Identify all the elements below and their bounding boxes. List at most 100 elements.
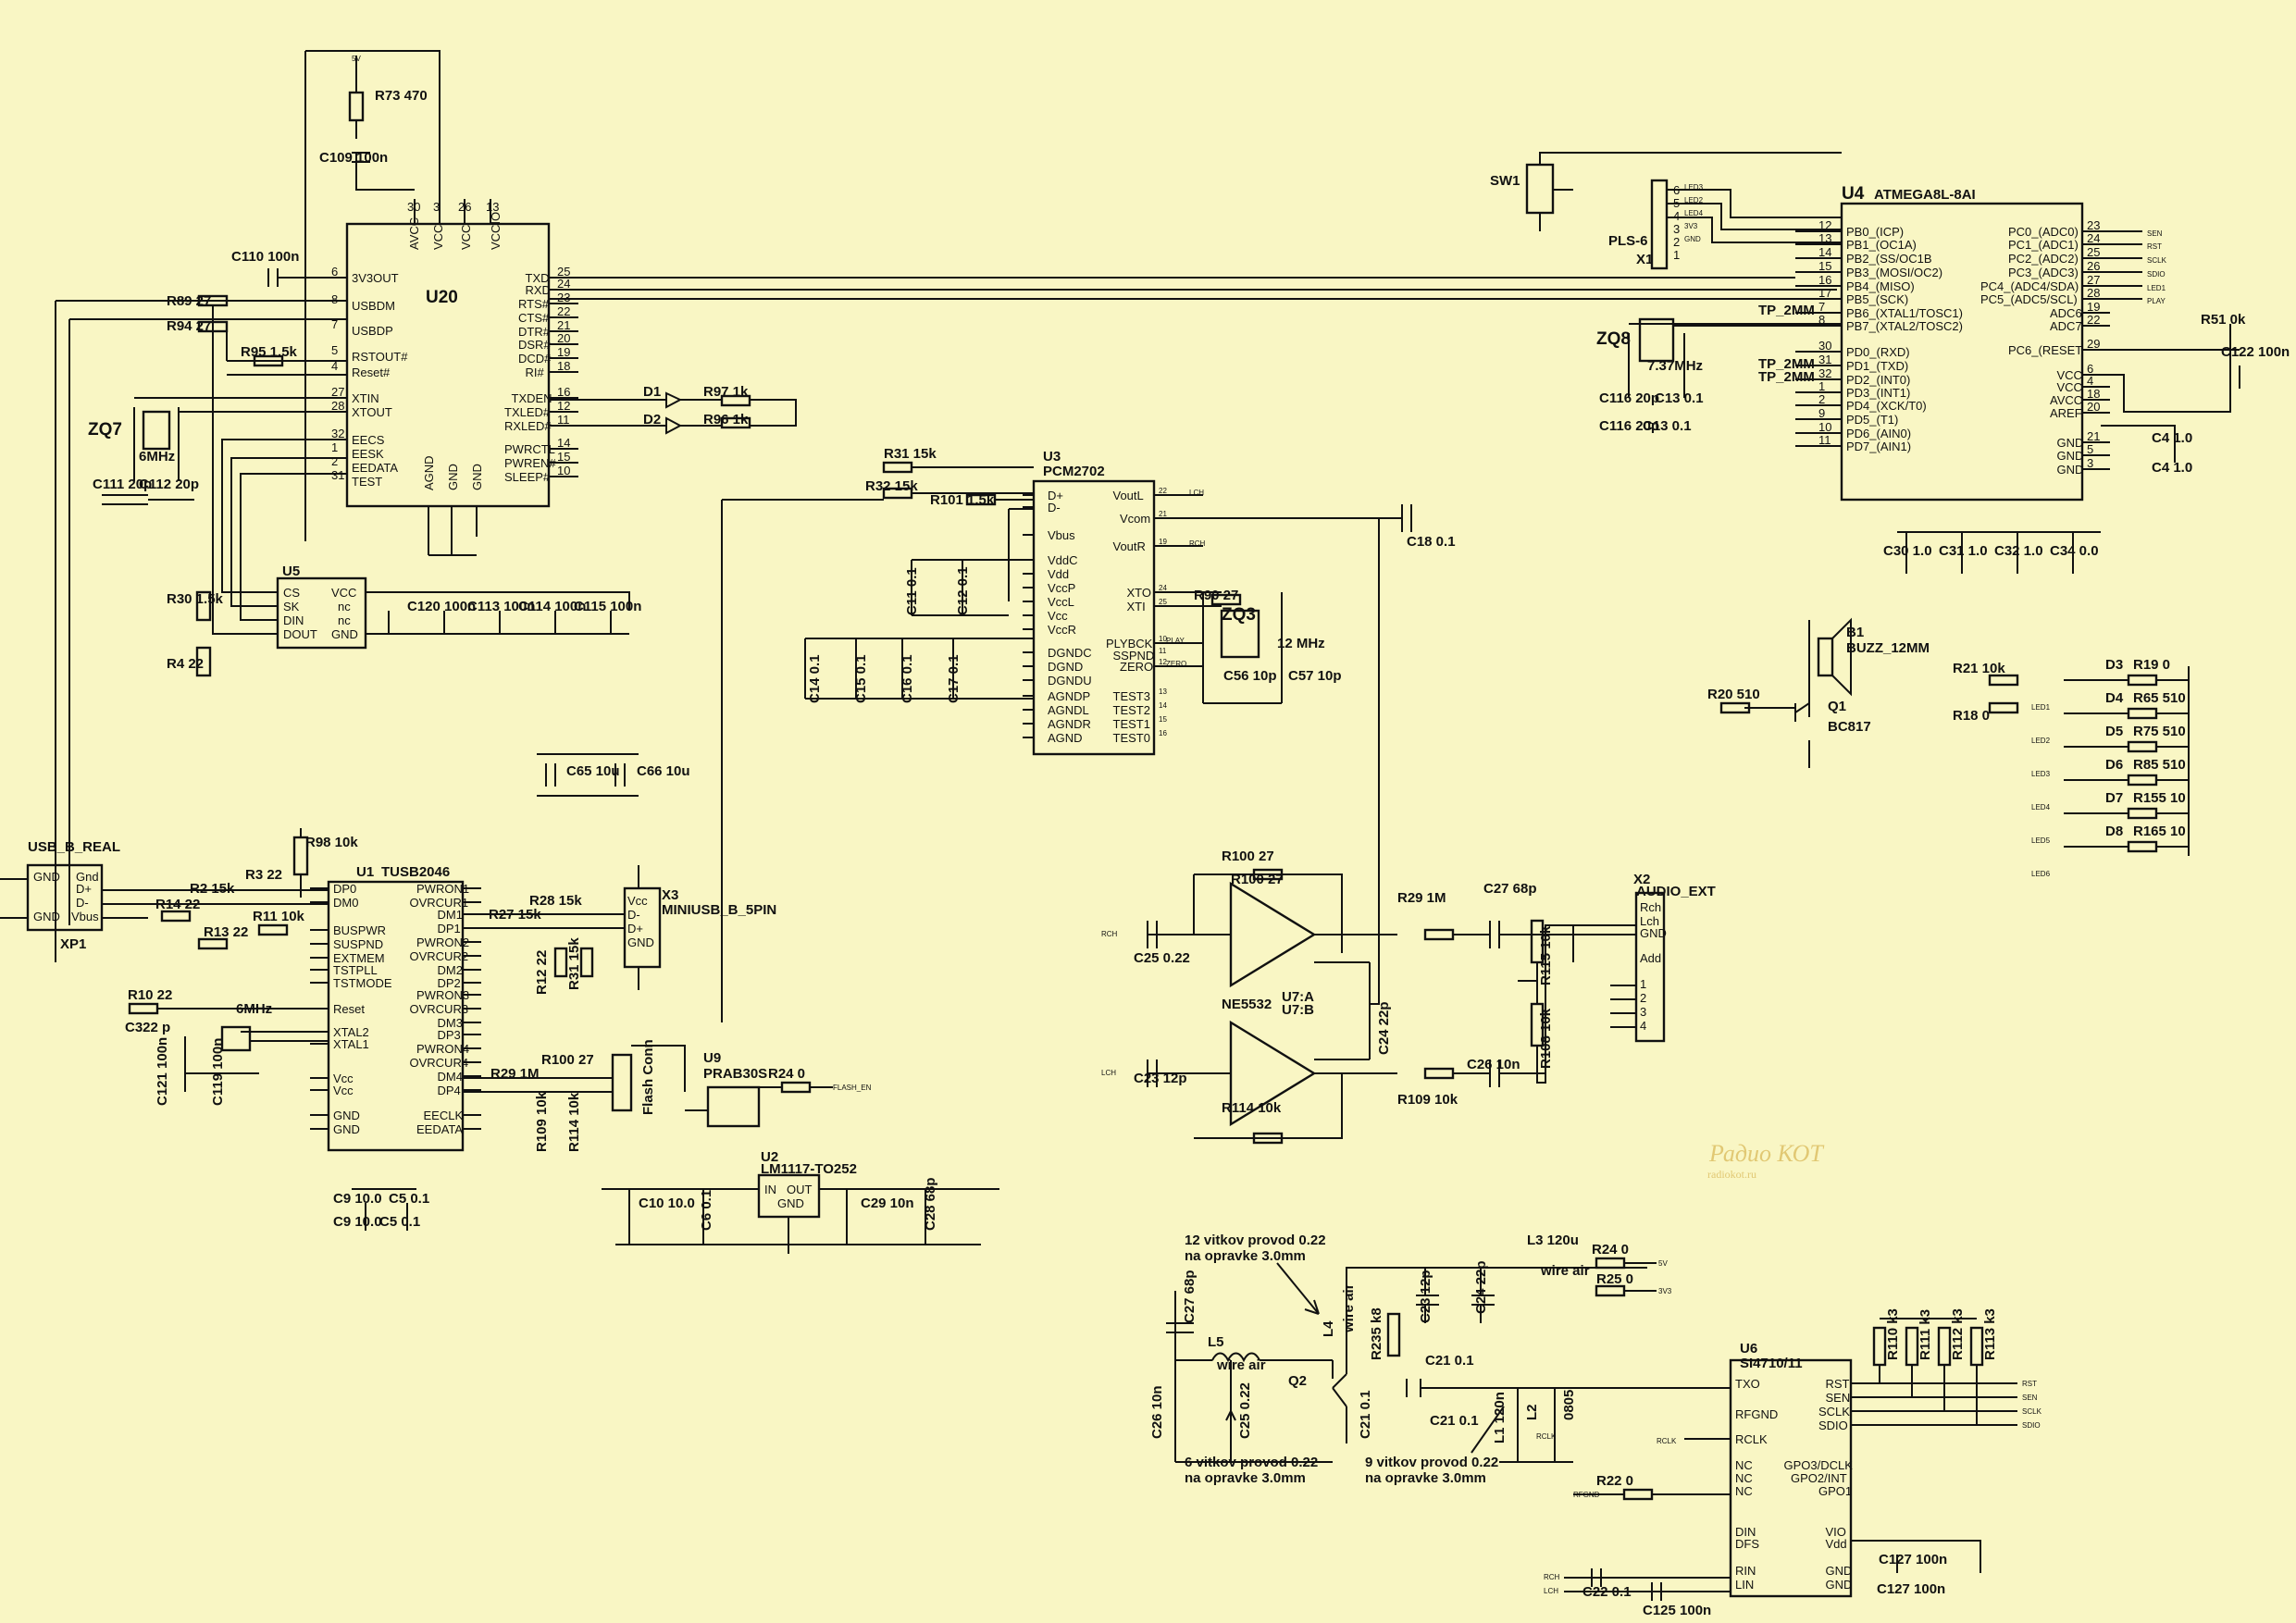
u20-pin-right-11: PWRCTL <box>504 442 555 456</box>
zq3-freq: 12 MHz <box>1277 636 1325 651</box>
r23-label: R235 k8 <box>1369 1307 1384 1360</box>
u3-num-right-2: 19 <box>1159 538 1167 546</box>
c31-label: C25 0.22 <box>1134 950 1190 966</box>
u3-num-right-5: 10 <box>1159 635 1167 643</box>
u3-pin-right-4: XTI <box>1127 600 1146 613</box>
l2-size: 0805 <box>1561 1390 1577 1420</box>
x3-connector: X3 MINIUSB_B_5PIN Vcc D- D+ GND R28 15k … <box>463 865 776 995</box>
u4-num-right-1: 24 <box>2087 231 2100 245</box>
x2-pin-4: 1 <box>1640 977 1646 991</box>
u20-supply: R73 470 5V C109 100n C110 100n <box>55 50 441 962</box>
c117-value: C116 20p <box>1599 418 1659 434</box>
r4-label: R2 15k <box>190 881 235 897</box>
r13-label: R11 10k <box>253 909 305 924</box>
u3-pin-left-4: Vdd <box>1048 567 1069 581</box>
zq7-ref: ZQ7 <box>88 420 122 440</box>
u20-num-left-9: 2 <box>331 454 338 468</box>
u4-num-left-4: 16 <box>1818 273 1831 287</box>
u3-pin-right-3: XTO <box>1127 586 1152 600</box>
led-res-4: R155 10 <box>2133 790 2186 806</box>
u3-pin-left-0: D+ <box>1048 489 1063 502</box>
u3-pin-left-10: DGND <box>1048 660 1083 674</box>
r12-label: R100 27 <box>541 1052 594 1068</box>
u4-num-left-2: 14 <box>1818 245 1831 259</box>
u1-pin-right-7: DP2 <box>438 976 461 990</box>
u20-num-right-4: 21 <box>557 318 570 332</box>
u4-num-right-4: 27 <box>2087 273 2100 287</box>
u20-pin-right-10: RXLED# <box>504 419 552 433</box>
u6-pin-right-3: SDIO <box>1818 1419 1848 1432</box>
u3-pin-left-12: AGNDP <box>1048 689 1090 703</box>
u5-sk: SK <box>283 600 300 613</box>
u1-pin-right-16: EECLK <box>424 1109 464 1122</box>
note3-line2: na opravke 3.0mm <box>1365 1470 1486 1486</box>
u4-pin-right-2: PC2_(ADC2) <box>2008 252 2079 266</box>
c125-value: C127 100n <box>1877 1581 1945 1597</box>
xp1-gnd2: GND <box>33 910 60 923</box>
u6-pin-left-2: RCLK <box>1735 1432 1768 1446</box>
u6-pin-right-0: RST <box>1826 1377 1850 1391</box>
flash-section: Flash Conn R100 27 R29 1M R109 10k R114 … <box>463 1039 872 1152</box>
c110-label: C110 100n <box>231 249 299 265</box>
u20-pin-right-3: CTS# <box>518 311 550 325</box>
r90-label: R32 15k <box>865 478 918 494</box>
u4-pin-right-4: PC4_(ADC4/SDA) <box>1980 279 2079 293</box>
u1-pin-right-10: DM3 <box>438 1016 463 1030</box>
led-resistor-4 <box>2127 807 2158 820</box>
xp1-ref: XP1 <box>60 936 86 952</box>
led-net-1: LED2 <box>2031 737 2051 745</box>
u1-pin-left-12: GND <box>333 1109 360 1122</box>
x2-pin-6: 3 <box>1640 1005 1646 1019</box>
u1-pin-right-15: DP4 <box>438 1084 461 1097</box>
led-resistor-5 <box>2127 840 2158 853</box>
note2-line2: na opravke 3.0mm <box>1185 1470 1306 1486</box>
u20-num-left-1: 8 <box>331 292 338 306</box>
c125-label: C127 100n <box>1879 1552 1947 1567</box>
u3-lch-net: LCH <box>1189 489 1204 497</box>
u4-num-left-11: 1 <box>1818 379 1825 393</box>
u4-net-0: SEN <box>2147 229 2163 238</box>
r28-label: R31 15k <box>566 937 582 990</box>
u4-pin-right-0: PC0_(ADC0) <box>2008 225 2079 239</box>
tp1: TP_2MM <box>1758 303 1815 318</box>
c6-label: C28 68p <box>923 1177 938 1231</box>
b1-part: BUZZ_12MM <box>1846 640 1930 656</box>
u20-txd-bus <box>549 277 1842 300</box>
u20-chip: U20 AVCC VCC VCC VCCIO 30 3 26 13 3V3OUT… <box>331 190 578 556</box>
u3-periphery: R31 15k R32 15k R101 1.5k C11 0.1 C12 0.… <box>537 446 1456 1022</box>
u20-pin-left-2: USBDP <box>352 324 393 338</box>
c9-label: C10 10.0 <box>639 1196 695 1211</box>
r114-label: R29 1M <box>1397 890 1446 906</box>
led-res-1: R65 510 <box>2133 690 2186 706</box>
u4-pin-left-13: PD5_(T1) <box>1846 413 1898 427</box>
u6-lch-net: LCH <box>1544 1587 1558 1595</box>
u3-pin-left-1: D- <box>1048 501 1061 514</box>
rf-frontend: 12 vitkov provod 0.22 na opravke 3.0mm 6… <box>1149 1233 1731 1486</box>
r22-rfgnd-net: RFGND <box>1573 1491 1600 1499</box>
x3-vcc: Vcc <box>627 894 648 908</box>
u20-num-right-7: 18 <box>557 359 570 373</box>
c66-label: C66 10u <box>637 763 690 779</box>
q2-ref: Q2 <box>1288 1373 1307 1389</box>
xp1-gnd3: Gnd <box>76 870 99 884</box>
led-resistor-3 <box>2127 774 2158 787</box>
u20-pin-left-6: XTOUT <box>352 405 392 419</box>
c15-label: C15 0.1 <box>853 654 869 703</box>
r109-label: R100 27 <box>1222 849 1274 864</box>
c116-value: C13 0.1 <box>1643 418 1692 434</box>
u4-pin-left-8: PD0_(RXD) <box>1846 345 1910 359</box>
c121-label: C9 10.0 <box>333 1191 382 1207</box>
u20-num-right-3: 22 <box>557 304 570 318</box>
xp1-name: USB_B_REAL <box>28 839 120 855</box>
u20-num-right-11: 14 <box>557 436 570 450</box>
u1-pin-right-13: OVRCUR4 <box>410 1056 469 1070</box>
x1-num-5: 1 <box>1673 248 1680 262</box>
u3-num-right-1: 21 <box>1159 510 1167 518</box>
led-ref-5: D8 <box>2105 824 2123 839</box>
u4-num-right-11: 18 <box>2087 387 2100 401</box>
u1-pin-left-1: DM0 <box>333 896 358 910</box>
u4-pin-left-12: PD4_(XCK/T0) <box>1846 399 1927 413</box>
u20-num-right-13: 10 <box>557 464 570 477</box>
